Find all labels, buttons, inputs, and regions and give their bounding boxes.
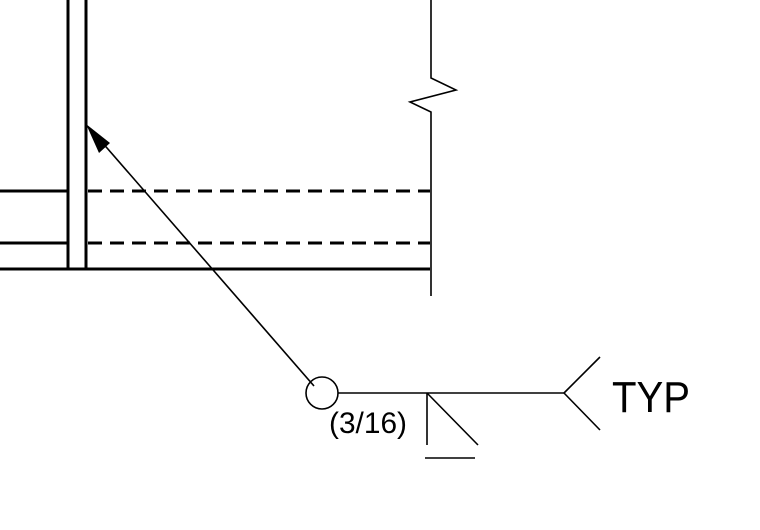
leader-arrowhead	[86, 124, 110, 153]
leader-line	[93, 132, 315, 387]
fillet-symbol-hypotenuse	[426, 392, 479, 446]
tail-lower	[563, 392, 601, 431]
all-around-circle	[305, 376, 339, 410]
tail-upper	[563, 356, 601, 394]
weld-size-label: (3/16)	[329, 407, 407, 440]
break-line	[407, 0, 459, 296]
tail-note-label: TYP	[612, 373, 690, 422]
